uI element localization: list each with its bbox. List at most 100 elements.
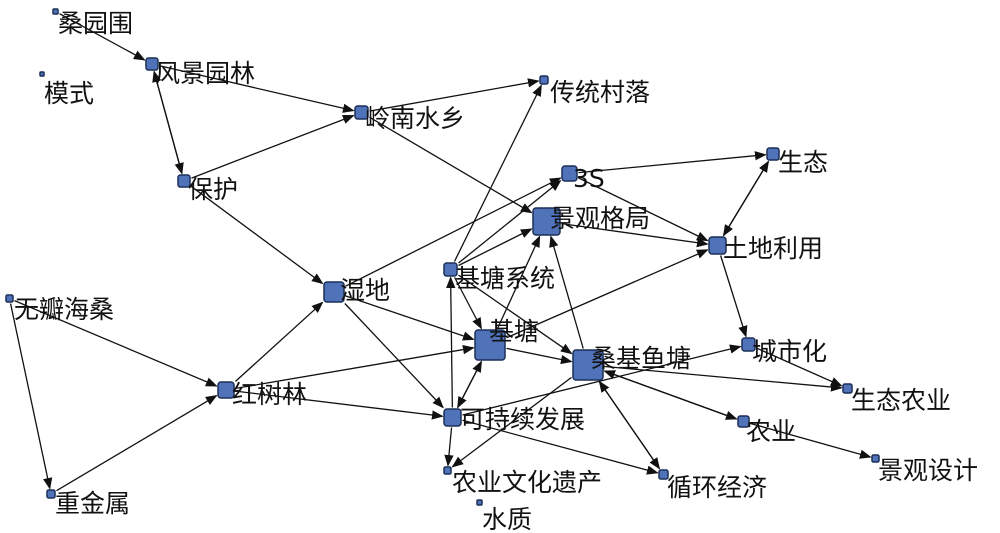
edge-jitangxt-to-sangji bbox=[458, 274, 573, 355]
edge-baohu-to-lingnan bbox=[191, 114, 355, 179]
edge-jitangxt-to-3s bbox=[458, 180, 562, 264]
node-box-chuantong bbox=[539, 75, 549, 85]
node-box-zhongjin bbox=[46, 489, 56, 499]
node-layer: 桑园围模式风景园林岭南水乡传统村落3S生态保护景观格局土地利用基塘系统湿地无瓣海… bbox=[5, 8, 978, 533]
node-box-hongshu bbox=[217, 381, 235, 399]
node-label-hongshu: 红树林 bbox=[232, 380, 307, 409]
node-jitangxt: 基塘系统 bbox=[443, 262, 555, 293]
node-label-3s: 3S bbox=[573, 164, 605, 193]
node-label-xunhuan: 循环经济 bbox=[667, 473, 767, 502]
node-label-kechixu: 可持续发展 bbox=[460, 405, 585, 434]
node-nongye: 农业 bbox=[737, 415, 796, 446]
node-box-jingguansj bbox=[871, 454, 880, 463]
edge-sangji-to-nywh bbox=[451, 376, 572, 468]
node-sangyuanwei: 桑园围 bbox=[52, 8, 133, 38]
node-jitang: 基塘 bbox=[474, 317, 539, 361]
node-nywh: 农业文化遗产 bbox=[443, 466, 602, 497]
node-shengtai: 生态 bbox=[766, 147, 828, 177]
edge-kechixu-to-nywh bbox=[444, 427, 454, 467]
edge-jitang-to-tudi bbox=[506, 249, 709, 339]
edge-sangji-to-jingguan bbox=[549, 235, 584, 349]
edge-chengshi-to-shengtainy bbox=[756, 347, 843, 387]
node-fengjing: 风景园林 bbox=[145, 57, 255, 88]
node-label-shengtainy: 生态农业 bbox=[851, 386, 951, 415]
node-shuizhi: 水质 bbox=[476, 499, 532, 533]
node-moshi: 模式 bbox=[39, 71, 94, 108]
edge-fengjing-to-lingnan bbox=[159, 65, 355, 113]
node-label-tudi: 土地利用 bbox=[723, 234, 823, 263]
edge-xunhuan-to-sangji bbox=[598, 380, 660, 469]
edge-nongye-to-jingguansj bbox=[750, 422, 872, 459]
edge-hongshu-to-shidi bbox=[235, 301, 324, 382]
node-label-sangyuanwei: 桑园围 bbox=[58, 9, 133, 38]
edge-baohu-to-fengjing bbox=[152, 70, 183, 174]
edge-3s-to-shengtai bbox=[578, 151, 767, 174]
node-box-kechixu bbox=[443, 408, 462, 427]
node-kechixu: 可持续发展 bbox=[443, 405, 585, 434]
node-label-sangji: 桑基鱼塘 bbox=[591, 344, 691, 373]
node-label-zhongjin: 重金属 bbox=[55, 489, 130, 518]
node-label-lingnan: 岭南水乡 bbox=[365, 104, 465, 133]
edge-shengtai-to-tudi bbox=[722, 161, 770, 237]
edge-wuban-to-hongshu bbox=[14, 300, 218, 387]
node-sangji: 桑基鱼塘 bbox=[572, 344, 691, 381]
node-box-moshi bbox=[39, 71, 45, 77]
node-label-shuizhi: 水质 bbox=[482, 505, 532, 533]
edge-wuban-to-zhongjin bbox=[9, 303, 53, 490]
node-box-tudi bbox=[708, 236, 727, 255]
node-box-jingguan bbox=[532, 207, 561, 236]
node-label-jingguansj: 景观设计 bbox=[878, 456, 978, 485]
node-box-jitang bbox=[474, 329, 506, 361]
edge-jitangxt-to-jitang bbox=[454, 277, 482, 330]
node-3s: 3S bbox=[561, 164, 605, 193]
node-box-nongye bbox=[737, 415, 750, 428]
node-label-chengshi: 城市化 bbox=[752, 337, 827, 366]
node-chengshi: 城市化 bbox=[741, 337, 827, 366]
node-wuban: 无瓣海桑 bbox=[5, 294, 114, 324]
node-label-nywh: 农业文化遗产 bbox=[452, 468, 602, 497]
edge-shidi-to-3s bbox=[345, 177, 562, 287]
node-label-baohu: 保护 bbox=[188, 175, 238, 204]
node-label-nongye: 农业 bbox=[746, 417, 796, 446]
node-xunhuan: 循环经济 bbox=[658, 469, 767, 502]
edge-jingguan-to-tudi bbox=[561, 222, 709, 248]
edge-lingnan-to-jingguan bbox=[369, 116, 533, 214]
edge-jitang-to-sangji bbox=[506, 347, 573, 365]
node-box-nywh bbox=[443, 466, 452, 475]
edge-kechixu-to-xunhuan bbox=[462, 419, 659, 475]
edge-3s-to-tudi bbox=[578, 177, 709, 242]
node-zhongjin: 重金属 bbox=[46, 489, 130, 518]
node-label-jingguan: 景观格局 bbox=[550, 204, 650, 233]
node-box-baohu bbox=[177, 174, 191, 188]
edge-nongye-to-sangji bbox=[603, 370, 737, 420]
node-box-wuban bbox=[5, 294, 14, 303]
edge-hongshu-to-kechixu bbox=[235, 390, 444, 420]
edge-jitang-to-jingguan bbox=[496, 235, 541, 329]
node-shengtainy: 生态农业 bbox=[842, 383, 951, 415]
node-baohu: 保护 bbox=[177, 174, 238, 204]
edge-sangji-to-shengtainy bbox=[604, 365, 843, 392]
node-box-xunhuan bbox=[658, 469, 669, 480]
edge-shidi-to-jitang bbox=[345, 295, 475, 341]
node-box-sangyuanwei bbox=[52, 8, 59, 15]
node-hongshu: 红树林 bbox=[217, 380, 307, 409]
node-jingguan: 景观格局 bbox=[532, 204, 650, 236]
edge-jitangxt-to-jingguan bbox=[458, 228, 533, 267]
node-box-lingnan bbox=[354, 105, 369, 120]
node-label-shengtai: 生态 bbox=[778, 148, 828, 177]
node-label-fengjing: 风景园林 bbox=[155, 59, 255, 88]
edge-zhongjin-to-hongshu bbox=[56, 395, 218, 492]
node-label-moshi: 模式 bbox=[44, 79, 94, 108]
edge-sangyuanwei-to-fengjing bbox=[59, 13, 146, 61]
node-box-fengjing bbox=[145, 57, 159, 71]
node-box-shengtai bbox=[766, 147, 780, 161]
node-box-3s bbox=[561, 165, 578, 182]
node-shidi: 湿地 bbox=[323, 276, 390, 305]
edge-tudi-to-chengshi bbox=[720, 255, 748, 338]
node-label-jitangxt: 基塘系统 bbox=[455, 264, 555, 293]
node-lingnan: 岭南水乡 bbox=[354, 104, 465, 133]
edge-hongshu-to-jitang bbox=[235, 344, 475, 390]
node-label-shidi: 湿地 bbox=[340, 276, 390, 305]
edge-kechixu-to-jitangxt bbox=[446, 276, 456, 408]
